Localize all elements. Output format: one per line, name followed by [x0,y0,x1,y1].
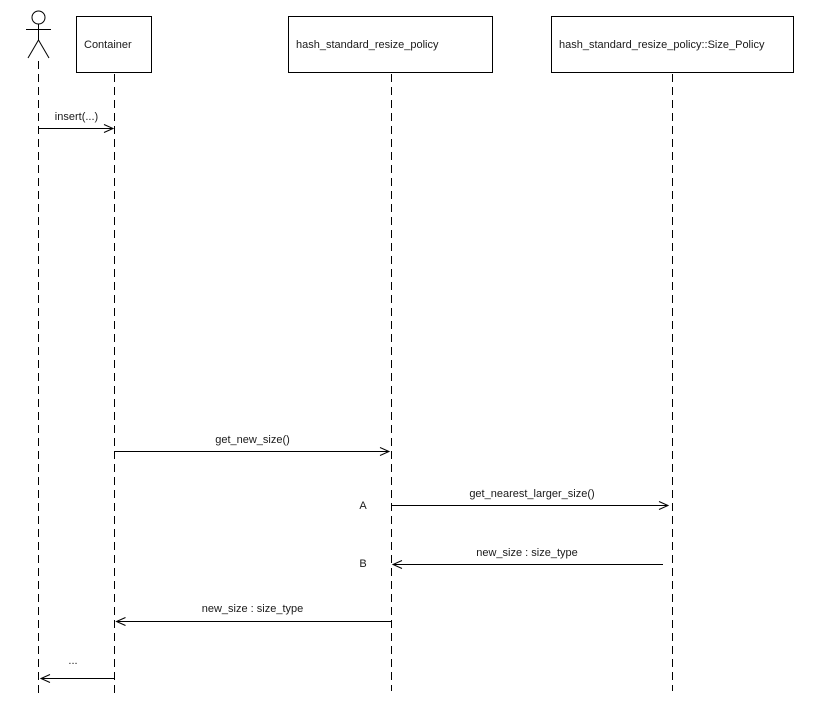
step-marker-a: A [359,500,367,512]
message-label-new-size-to-container: new_size : size_type [201,603,304,615]
message-label-insert: insert(...) [54,111,99,123]
participant-box-container: Container [76,16,152,73]
message-label-get-new-size: get_new_size() [215,434,290,446]
message-label-get-nearest-larger-size: get_nearest_larger_size() [469,488,595,500]
participant-label-size-policy: hash_standard_resize_policy::Size_Policy [559,38,765,51]
participant-label-container: Container [84,38,132,51]
message-label-return-to-actor: ... [68,655,78,667]
actor-right-leg [38,39,50,59]
message-label-return-new-size: new_size : size_type [476,547,578,559]
actor-icon [26,10,51,59]
participant-label-resize-policy: hash_standard_resize_policy [296,38,439,51]
actor-left-leg [27,39,39,59]
actor-head [31,10,46,25]
participant-box-size-policy: hash_standard_resize_policy::Size_Policy [551,16,794,73]
step-marker-b: B [359,558,367,570]
participant-box-resize-policy: hash_standard_resize_policy [288,16,493,73]
